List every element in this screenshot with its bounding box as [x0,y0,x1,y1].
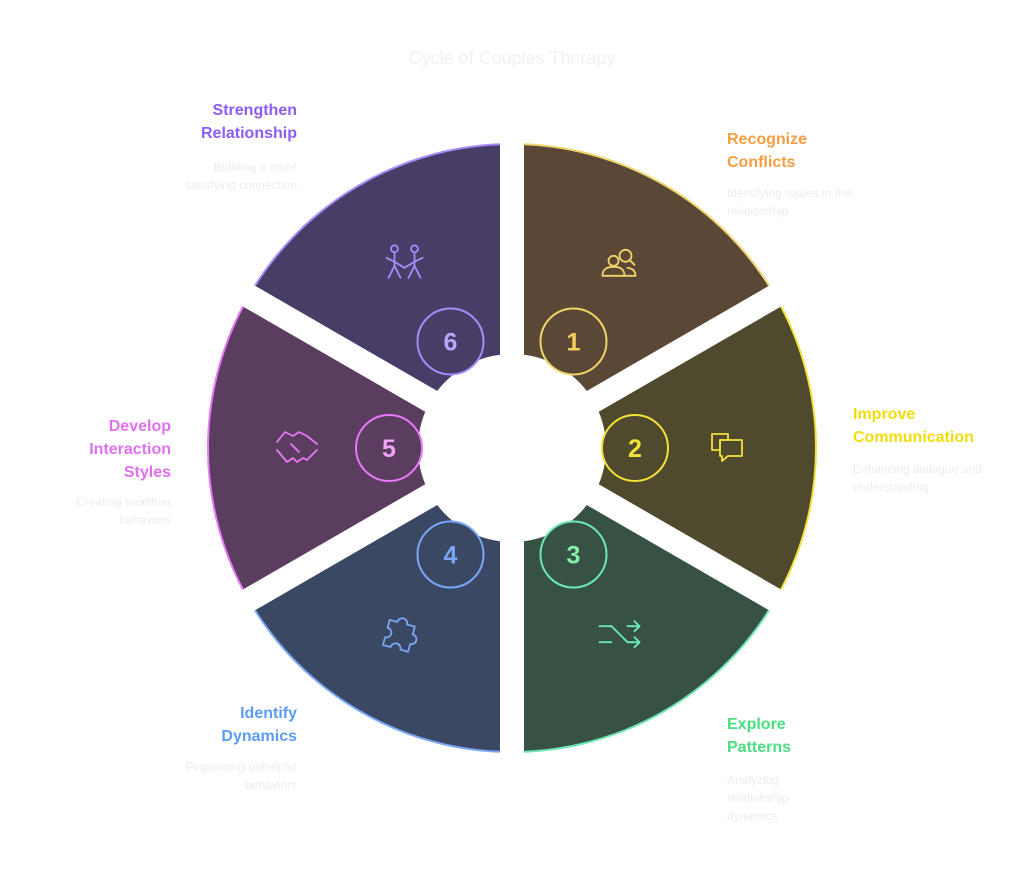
step-3-number: 3 [567,542,581,570]
step-2-number-badge [601,414,669,482]
handshake-icon [276,431,318,463]
step-3-label: Explore Patterns [727,716,792,756]
step-1-description: Identifying issues in the relationship [727,186,852,218]
step-5-number-badge [355,414,423,482]
step-3-description: Analyzing relationship dynamics [727,773,789,823]
step-3-number-badge [539,520,608,589]
couple-icon [385,244,424,279]
step-5-label: Develop Interaction Styles [89,418,171,481]
step-4-label: Identify Dynamics [221,705,297,745]
diagram-title: Cycle of Couples Therapy [408,48,616,68]
step-6-number-badge [416,307,485,376]
step-6-number: 6 [444,328,458,356]
step-2-label: Improve Communication [853,406,974,446]
people-search-icon [601,248,637,277]
step-1-label: Recognize Conflicts [727,131,808,171]
center-hole [418,354,606,542]
step-5-number: 5 [382,435,396,463]
shuffle-icon [598,620,641,649]
step-2-number: 2 [628,435,642,463]
step-4-number: 4 [444,542,458,570]
step-1-number-badge [539,307,608,376]
chat-bubbles-icon [711,433,743,462]
step-2-description: Enhancing dialogue and understanding [853,462,982,494]
step-6-description: Building a more satisfying connection [185,160,297,192]
step-6-label: Strengthen Relationship [200,102,297,142]
step-5-description: Creating healthier behaviors [76,495,171,527]
step-1-number: 1 [567,328,581,356]
puzzle-icon [382,617,418,653]
step-4-description: Pinpointing unhelpful behaviors [185,760,297,792]
step-4-number-badge [416,520,485,589]
